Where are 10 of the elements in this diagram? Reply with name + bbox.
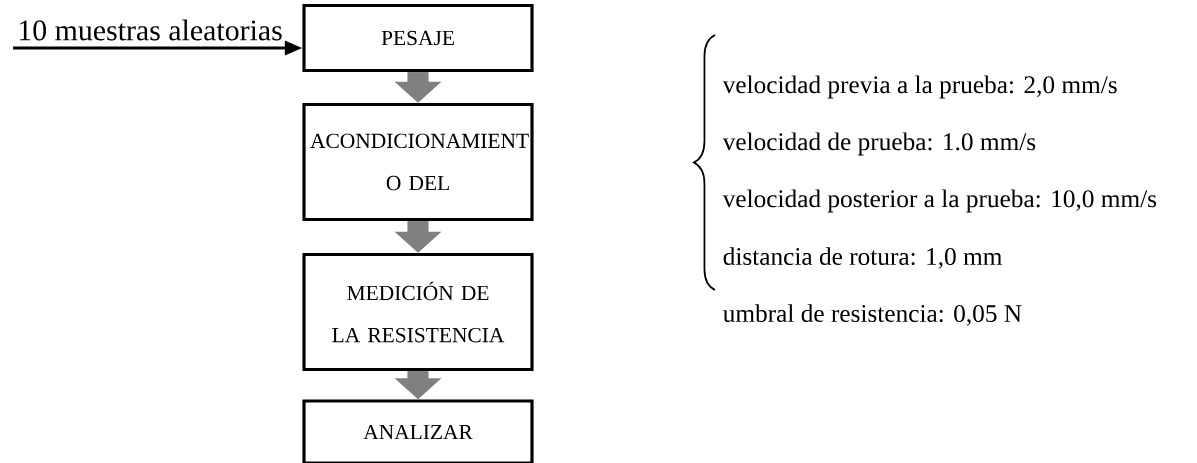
process-box: MEDICIÓN DE LA RESISTENCIA [302,252,534,372]
process-box: ANALIZAR [302,399,534,463]
setting-text: velocidad de prueba: 1.0 mm/s [722,132,1036,156]
setting-text: velocidad previa a la prueba: 2,0 mm/s [722,75,1117,99]
process-box: PESAJE [302,3,534,73]
input-label: 10 muestras aleatorias [19,19,282,41]
setting-text: distancia de rotura: 1,0 mm [723,247,1002,269]
setting-text: umbral de resistencia: 0,05 N [723,304,1022,326]
process-box: ACONDICIONAMIENT O DEL [302,102,534,222]
setting-text: velocidad posterior a la prueba: 10,0 mm/s [722,189,1157,213]
